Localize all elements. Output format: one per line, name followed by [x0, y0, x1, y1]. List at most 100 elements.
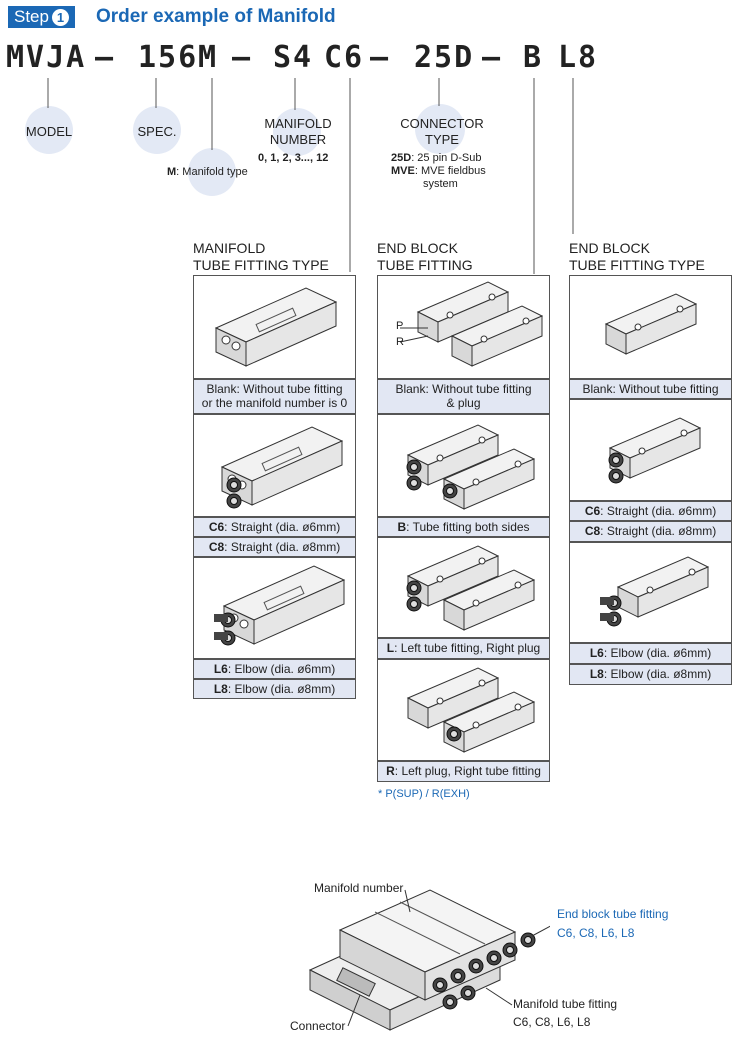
endblock-caption-blank: Blank: Without tube fitting & plug [377, 379, 550, 414]
endblock-type-straight-image [608, 417, 701, 484]
endblock-b-key: B [397, 520, 407, 534]
code-dash-1: — [95, 40, 116, 75]
assembly-end-block-label: End block tube fitting [557, 907, 669, 921]
code-end-block: B [523, 40, 544, 75]
code-manifold-number: S4 [273, 40, 314, 75]
endblock-panel-blank: P R [377, 275, 550, 379]
model-bubble [25, 106, 73, 154]
manifold-number-values: 0, 1, 2, 3..., 12 [258, 152, 329, 164]
code-spec: 156 [138, 40, 199, 75]
connector-title: CONNECTOR TYPE [390, 116, 494, 148]
step-label: Step [14, 7, 49, 26]
manifold-c6-text: : Straight (dia. ø6mm) [224, 520, 341, 534]
assembly-manifold-codes: C6, C8, L6, L8 [513, 1015, 591, 1029]
endblock-type-head-1: END BLOCK [569, 240, 650, 256]
port-note: * P(SUP) / R(EXH) [378, 788, 470, 800]
code-m: M [198, 40, 219, 75]
manifold-c8-key: C8 [208, 540, 225, 554]
code-end-block-type: L8 [558, 40, 599, 75]
model-label: MODEL [25, 124, 73, 139]
endblock-type-panel-straight [569, 399, 732, 501]
assembly-connector-label: Connector [290, 1019, 346, 1033]
endblock-type-head-2: TUBE FITTING TYPE [569, 257, 705, 273]
manifold-panel-blank [193, 275, 356, 379]
code-dash-4: — [482, 40, 503, 75]
endblock-type-l6-text: : Elbow (dia. ø6mm) [603, 646, 712, 660]
manifold-type-key: M [167, 166, 177, 178]
manifold-type-text: : Manifold type [176, 166, 248, 178]
manifold-blank-1: Blank: Without tube fitting [206, 382, 343, 396]
manifold-panel-straight [193, 414, 356, 517]
endblock-type-c6-text: : Straight (dia. ø6mm) [600, 504, 717, 518]
endblock-type-l6-key: L6 [589, 646, 604, 660]
code-connector: 25D [414, 40, 475, 75]
code-model: MVJA [6, 40, 87, 75]
manifold-caption-c6: C6: Straight (dia. ø6mm) [193, 517, 356, 537]
endblock-head-1: END BLOCK [377, 240, 458, 256]
endblock-type-panel-elbow [569, 542, 732, 643]
endblock-type-l8-key: L8 [589, 667, 604, 681]
endblock-type-blank-image [605, 293, 697, 355]
endblock-caption-l: L: Left tube fitting, Right plug [377, 638, 550, 659]
manifold-caption-l8: L8: Elbow (dia. ø8mm) [193, 679, 356, 699]
manifold-c6-key: C6 [208, 520, 225, 534]
endblock-type-panel-blank [569, 275, 732, 379]
connector-25d-key: 25D [391, 152, 412, 164]
connector-mve-key: MVE [391, 165, 415, 177]
step-number: 1 [51, 8, 69, 26]
manifold-straight-image [221, 426, 343, 509]
manifold-l8-text: : Elbow (dia. ø8mm) [227, 682, 336, 696]
endblock-b-text: : Tube fitting both sides [406, 520, 530, 534]
code-dash-2: — [232, 40, 253, 75]
connector-25d-text: : 25 pin D-Sub [411, 152, 482, 164]
endblock-type-elbow-image [600, 556, 709, 627]
step-badge: Step 1 [8, 6, 75, 28]
endblock-type-caption-c8: C8: Straight (dia. ø8mm) [569, 521, 732, 542]
code-dash-3: — [370, 40, 391, 75]
endblock-blank-2: & plug [446, 396, 481, 410]
connector-bubble [415, 104, 465, 154]
assembly-manifold-fitting-label: Manifold tube fitting [513, 997, 618, 1011]
leader-lines [47, 78, 574, 274]
endblock-l-image [406, 545, 535, 631]
endblock-r-key: R [386, 764, 395, 778]
manifold-column-head: MANIFOLD TUBE FITTING TYPE [193, 240, 329, 274]
manifold-caption-blank: Blank: Without tube fitting or the manif… [193, 379, 356, 414]
endblock-type-column-head: END BLOCK TUBE FITTING TYPE [569, 240, 705, 274]
manifold-c8-text: : Straight (dia. ø8mm) [224, 540, 341, 554]
manifold-caption-l6: L6: Elbow (dia. ø6mm) [193, 659, 356, 679]
endblock-panel-b [377, 414, 550, 517]
manifold-number-title: MANIFOLD NUMBER [248, 116, 348, 148]
manifold-caption-c8: C8: Straight (dia. ø8mm) [193, 537, 356, 557]
connector-mve-text2: system [423, 178, 458, 190]
assembly-end-block-codes: C6, C8, L6, L8 [557, 926, 635, 940]
connector-title-2: TYPE [425, 132, 459, 147]
manifold-panel-elbow [193, 557, 356, 659]
manifold-type-bubble [188, 148, 236, 196]
connector-title-1: CONNECTOR [400, 116, 484, 131]
endblock-r-image [407, 667, 535, 753]
endblock-type-c6-key: C6 [584, 504, 601, 518]
endblock-l-text: : Left tube fitting, Right plug [394, 641, 541, 655]
endblock-caption-r: R: Left plug, Right tube fitting [377, 761, 550, 782]
endblock-type-caption-blank: Blank: Without tube fitting [569, 379, 732, 399]
endblock-column-head: END BLOCK TUBE FITTING [377, 240, 473, 274]
endblock-panel-r [377, 659, 550, 761]
manifold-type-desc: M: Manifold type [167, 166, 248, 178]
endblock-type-caption-c6: C6: Straight (dia. ø6mm) [569, 501, 732, 521]
endblock-head-2: TUBE FITTING [377, 257, 473, 273]
assembly-manifold-number-label: Manifold number [314, 881, 404, 895]
spec-bubble [133, 106, 181, 154]
endblock-type-c8-key: C8 [584, 524, 601, 538]
endblock-panel-l [377, 537, 550, 638]
manifold-head-1: MANIFOLD [193, 240, 266, 256]
endblock-caption-b: B: Tube fitting both sides [377, 517, 550, 537]
endblock-type-caption-l8: L8: Elbow (dia. ø8mm) [569, 664, 732, 685]
manifold-assembly-image [308, 889, 550, 1031]
endblock-l-key: L [386, 641, 395, 655]
port-r-label: R [396, 336, 404, 348]
manifold-l6-key: L6 [213, 662, 228, 676]
manifold-number-bubble [273, 108, 321, 156]
manifold-number-title-2: NUMBER [269, 132, 327, 147]
manifold-blank-image [215, 287, 337, 367]
